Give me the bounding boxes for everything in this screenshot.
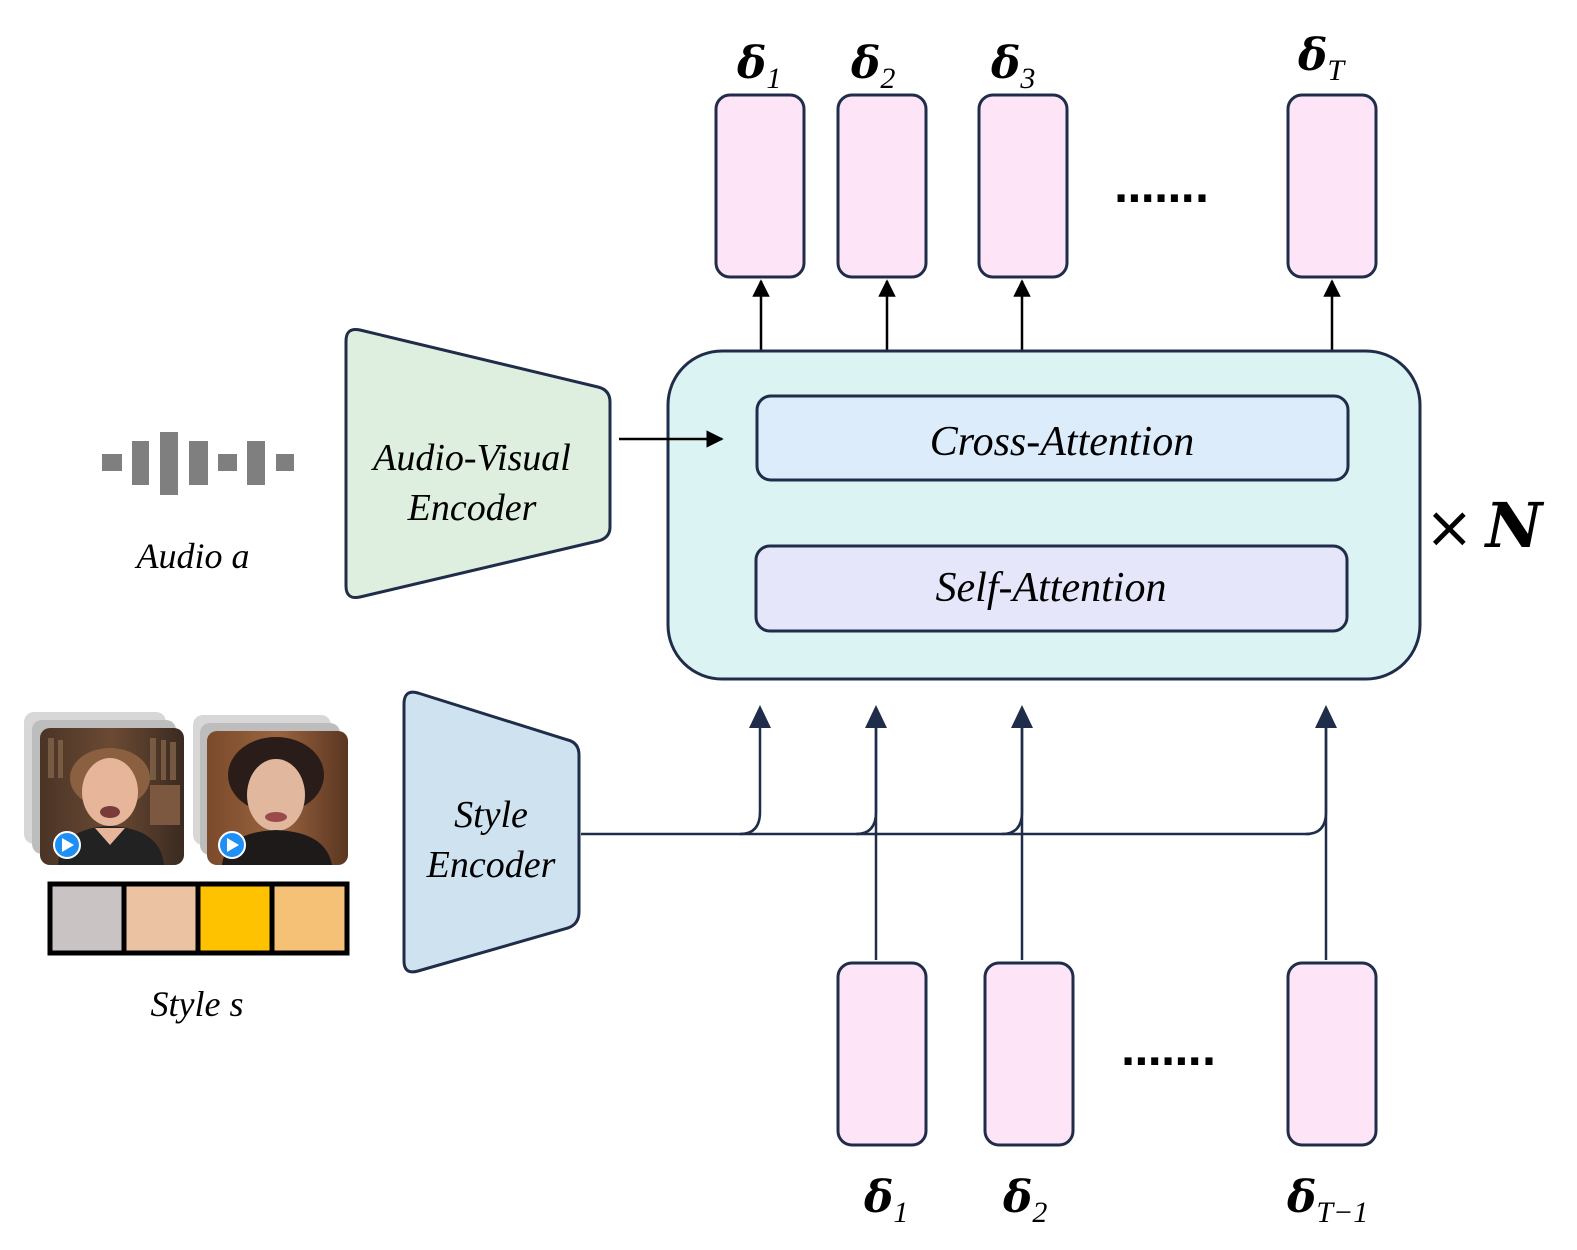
style-swatch-3	[195, 881, 275, 956]
output-token-2	[836, 93, 928, 279]
style-swatches	[47, 881, 350, 956]
style-encoder-line1: Style	[454, 794, 528, 836]
output-token-3	[977, 93, 1069, 279]
output-label-T: δT	[1297, 30, 1346, 87]
input-lines	[874, 728, 1328, 960]
audio-visual-encoder	[344, 328, 612, 599]
style-swatch-4	[269, 881, 350, 956]
output-ellipsis: …….	[1114, 166, 1209, 212]
input-ellipsis: …….	[1121, 1029, 1216, 1075]
audio-waveform-icon	[102, 432, 294, 495]
output-label-1: δ1	[736, 38, 781, 95]
style-video-2	[193, 715, 348, 865]
play-icon	[53, 831, 81, 859]
input-token-T-1	[1286, 961, 1378, 1147]
output-tokens: …….	[714, 93, 1378, 279]
play-icon	[218, 831, 246, 859]
output-label-3: δ3	[990, 38, 1035, 95]
self-attention-label: Self-Attention	[936, 565, 1167, 611]
output-token-1	[714, 93, 806, 279]
cross-attention-box	[755, 394, 1350, 482]
audio-label: Audio a	[135, 536, 250, 576]
output-labels: δ1 δ2 δ3 δT	[736, 30, 1346, 95]
style-swatch-1	[47, 881, 127, 956]
style-swatch-2	[121, 881, 201, 956]
input-labels: δ1 δ2 δT−1	[863, 1172, 1368, 1229]
output-token-T	[1286, 93, 1378, 279]
style-encoder-line2: Encoder	[426, 844, 556, 886]
input-token-2	[983, 961, 1075, 1147]
output-label-2: δ2	[850, 38, 895, 95]
self-attention-box	[754, 544, 1349, 633]
style-label: Style s	[151, 984, 244, 1024]
input-token-1	[836, 961, 928, 1147]
audio-visual-encoder-line2: Encoder	[407, 487, 537, 529]
audio-visual-encoder-line1: Audio-Visual	[370, 437, 571, 479]
output-arrows	[752, 279, 1341, 350]
input-label-2: δ2	[1002, 1172, 1047, 1229]
input-label-1: δ1	[863, 1172, 908, 1229]
input-label-T-1: δT−1	[1286, 1172, 1368, 1229]
style-branch-arrowheads	[749, 705, 1337, 728]
style-branch-lines	[581, 728, 1328, 836]
style-video-1	[24, 712, 184, 865]
cross-attention-label: Cross-Attention	[930, 419, 1194, 465]
style-encoder	[402, 690, 581, 974]
input-tokens: …….	[836, 961, 1378, 1147]
repeat-label: ×N	[1425, 489, 1545, 562]
